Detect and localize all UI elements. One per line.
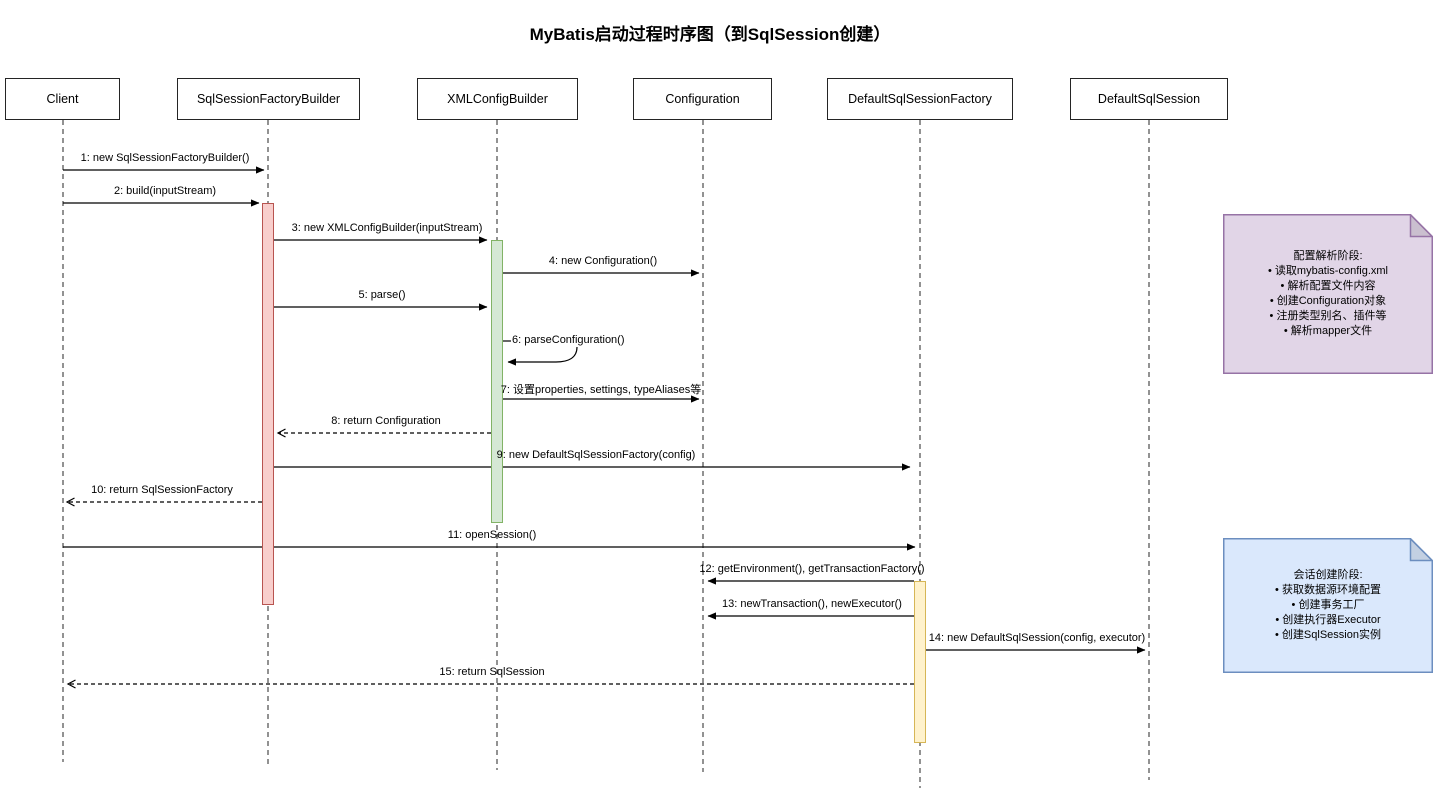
message-4-label: 4: new Configuration() xyxy=(548,255,658,267)
activation-bar-xmlconfigbuilder xyxy=(491,240,503,523)
message-6-label: 6: parseConfiguration() xyxy=(512,334,625,346)
message-2-label: 2: build(inputStream) xyxy=(113,185,217,197)
participant-label: Configuration xyxy=(665,92,740,106)
note-line: • 创建SqlSession实例 xyxy=(1275,629,1381,641)
participant-client: Client xyxy=(5,78,120,120)
note-heading: 配置解析阶段: xyxy=(1293,250,1363,262)
activation-bar-sqlsessionfactorybuilder xyxy=(262,203,274,605)
note-line: • 创建执行器Executor xyxy=(1275,614,1381,626)
participant-sqlsessionfactorybuilder: SqlSessionFactoryBuilder xyxy=(177,78,360,120)
message-6-self-return xyxy=(507,346,578,366)
message-5-label: 5: parse() xyxy=(358,289,406,301)
note-session-create-phase: 会话创建阶段: • 获取数据源环境配置 • 创建事务工厂 • 创建执行器Exec… xyxy=(1223,536,1435,673)
participant-label: Client xyxy=(46,92,79,106)
participant-xmlconfigbuilder: XMLConfigBuilder xyxy=(417,78,578,120)
message-8-label: 8: return Configuration xyxy=(331,415,441,427)
participant-label: DefaultSqlSession xyxy=(1097,92,1201,106)
note-line: • 创建Configuration对象 xyxy=(1269,295,1387,307)
message-7-label: 7: 设置properties, settings, typeAliases等 xyxy=(500,384,702,396)
message-15-label: 15: return SqlSession xyxy=(439,666,545,678)
message-1-label: 1: new SqlSessionFactoryBuilder() xyxy=(80,152,250,164)
note-line: • 读取mybatis-config.xml xyxy=(1268,265,1388,277)
note-line: • 解析配置文件内容 xyxy=(1280,280,1376,292)
message-3-label: 3: new XMLConfigBuilder(inputStream) xyxy=(291,222,483,234)
participant-defaultsqlsession: DefaultSqlSession xyxy=(1070,78,1228,120)
diagram-title: MyBatis启动过程时序图（到SqlSession创建） xyxy=(529,25,891,44)
message-14-label: 14: new DefaultSqlSession(config, execut… xyxy=(928,632,1146,644)
activation-bar-defaultsqlsessionfactory xyxy=(914,581,926,743)
message-10-label: 10: return SqlSessionFactory xyxy=(91,484,233,496)
note-text: 会话创建阶段: • 获取数据源环境配置 • 创建事务工厂 • 创建执行器Exec… xyxy=(1223,538,1433,673)
participant-defaultsqlsessionfactory: DefaultSqlSessionFactory xyxy=(827,78,1013,120)
participant-label: DefaultSqlSessionFactory xyxy=(848,92,992,106)
message-12-label: 12: getEnvironment(), getTransactionFact… xyxy=(699,563,925,575)
note-heading: 会话创建阶段: xyxy=(1293,569,1363,581)
message-13-label: 13: newTransaction(), newExecutor() xyxy=(722,598,902,610)
message-11-label: 11: openSession() xyxy=(447,529,537,541)
note-line: • 获取数据源环境配置 xyxy=(1275,584,1381,596)
participant-label: XMLConfigBuilder xyxy=(447,92,548,106)
participant-label: SqlSessionFactoryBuilder xyxy=(196,92,341,106)
participant-configuration: Configuration xyxy=(633,78,772,120)
message-9-label: 9: new DefaultSqlSessionFactory(config) xyxy=(496,449,696,461)
note-line: • 注册类型别名、插件等 xyxy=(1269,310,1387,322)
note-config-parse-phase: 配置解析阶段: • 读取mybatis-config.xml • 解析配置文件内… xyxy=(1223,212,1435,374)
note-shape xyxy=(1223,212,1435,374)
note-line: • 解析mapper文件 xyxy=(1283,325,1373,337)
note-line: • 创建事务工厂 xyxy=(1291,599,1365,611)
note-text: 配置解析阶段: • 读取mybatis-config.xml • 解析配置文件内… xyxy=(1223,214,1433,374)
note-shape xyxy=(1223,536,1435,673)
